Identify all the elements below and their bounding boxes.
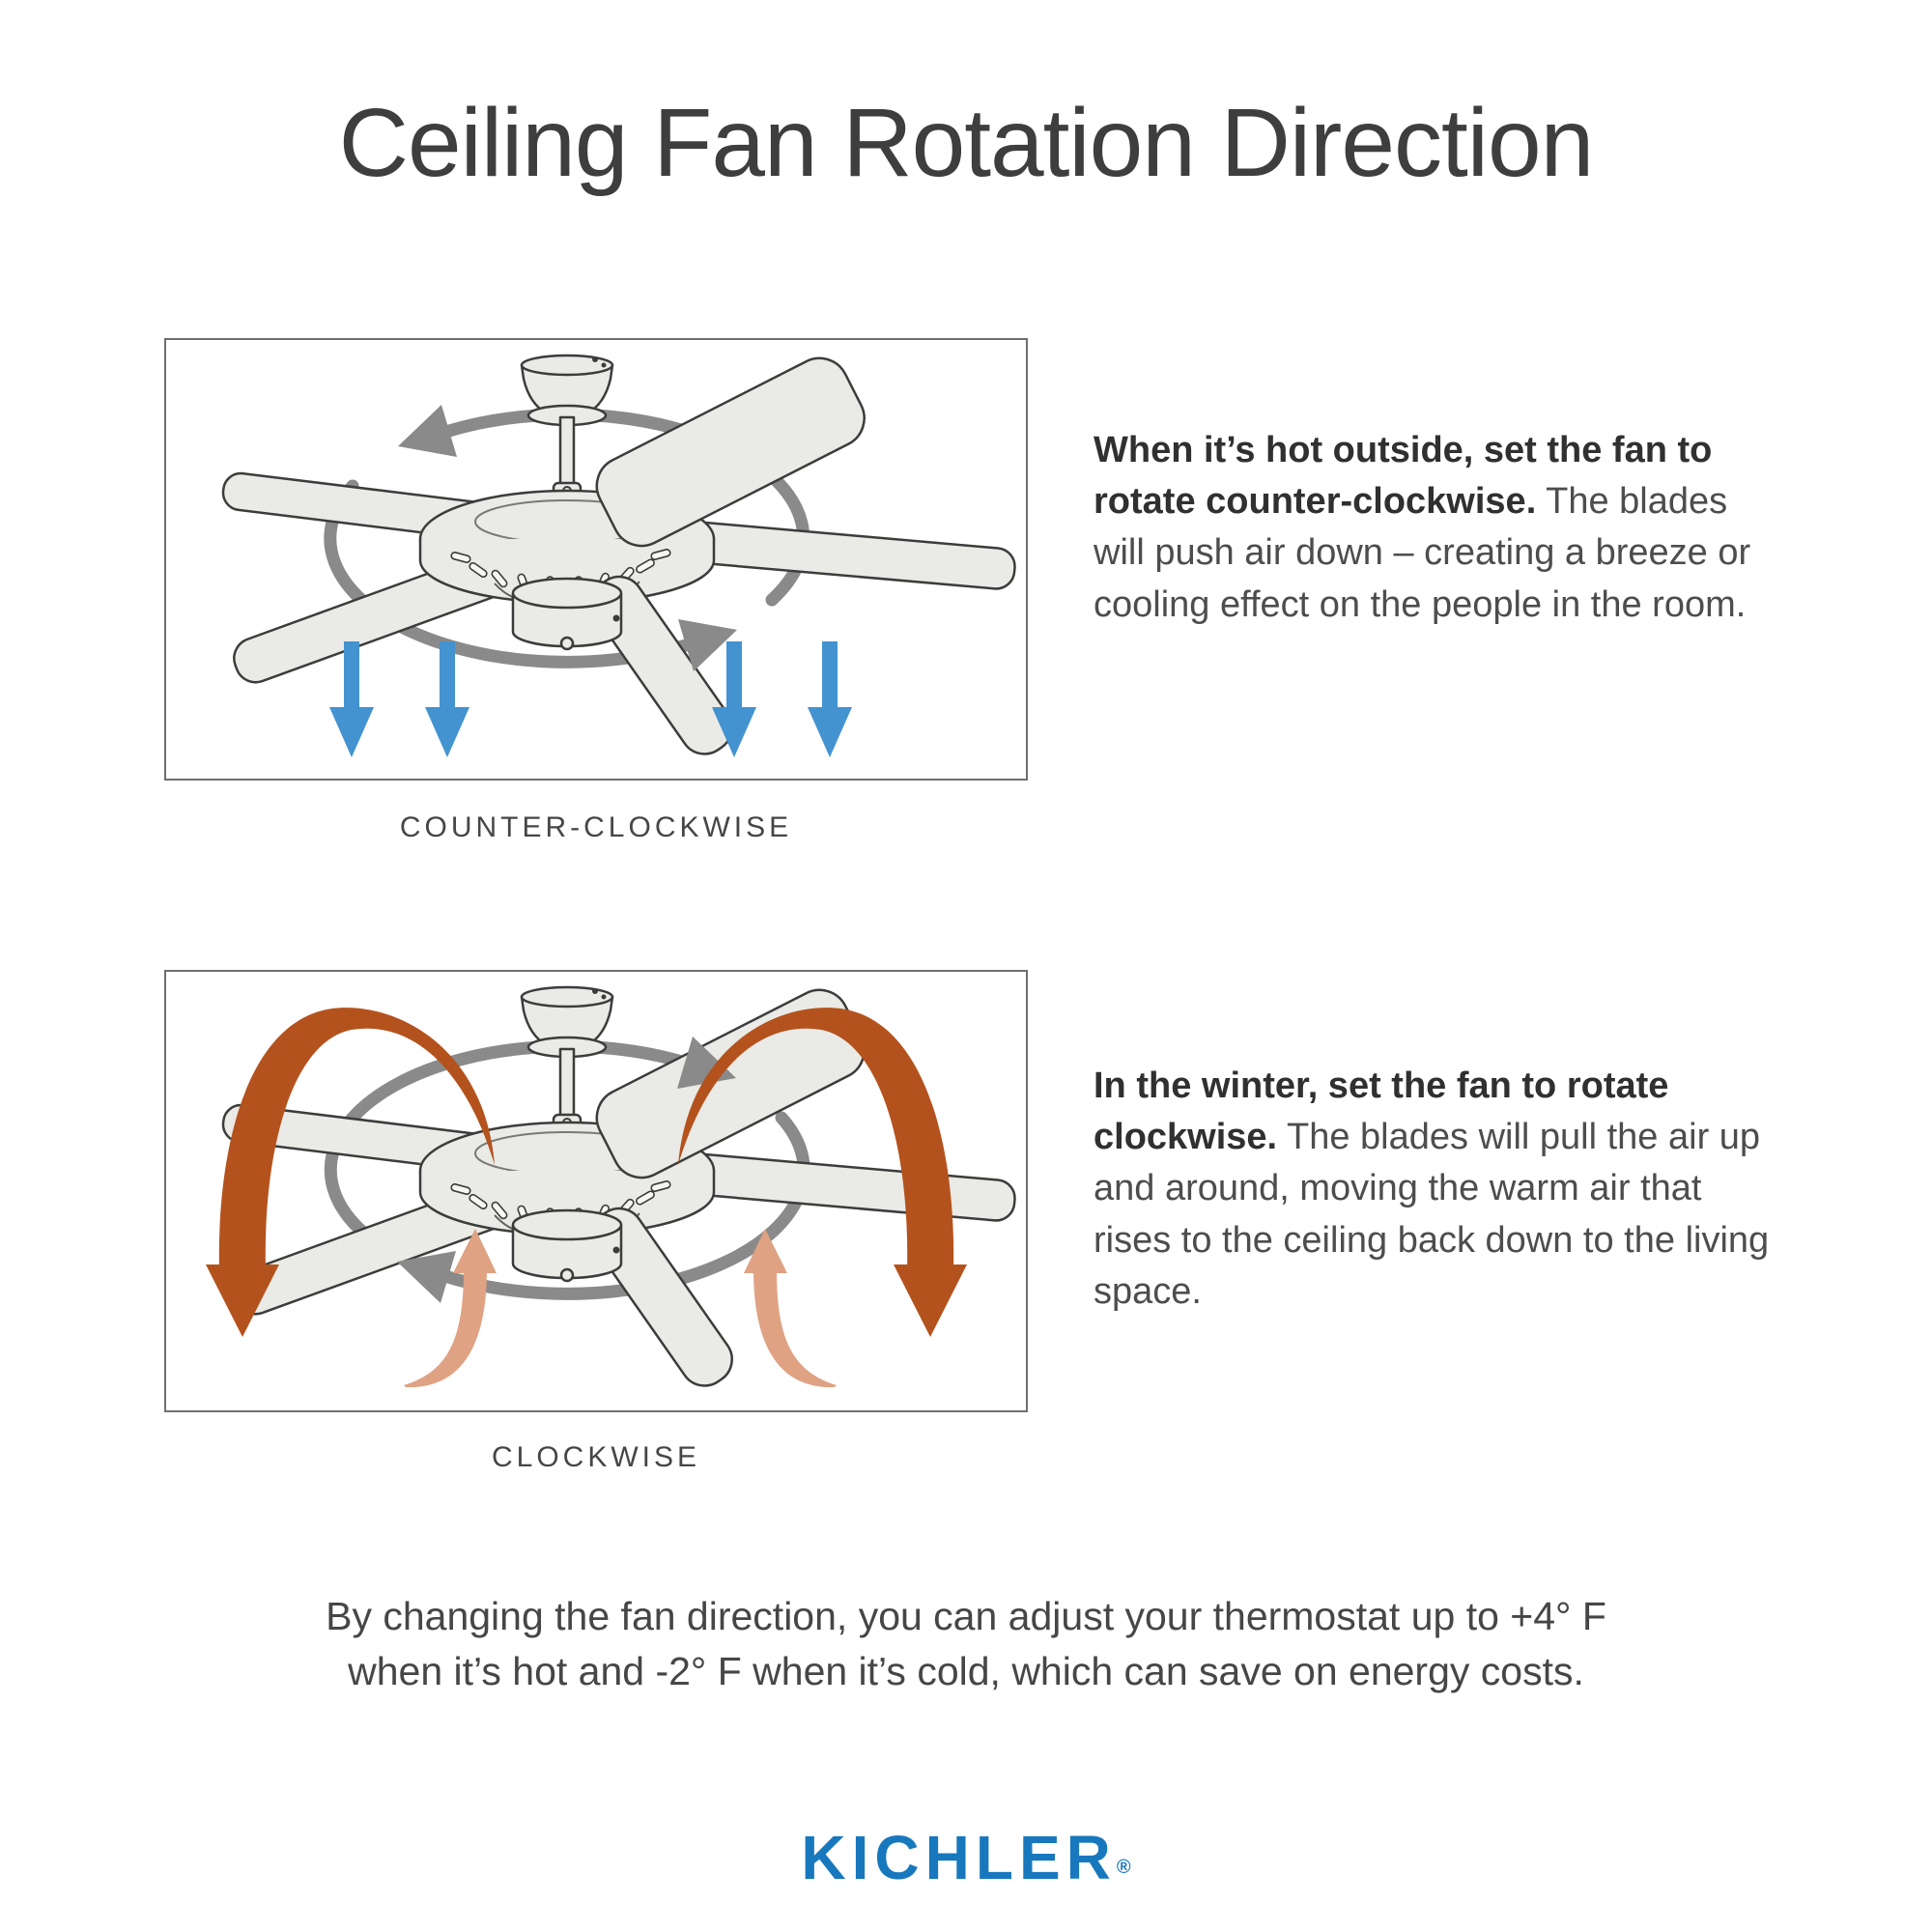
registered-trademark-icon: ® [1116,1857,1131,1878]
winter-description-rest: The blades will pull the air up and arou… [1094,1117,1770,1312]
summer-description-bold: When it’s hot outside, set the fan to ro… [1094,430,1713,523]
cw-diagram-frame [164,970,1028,1412]
kichler-logo: KICHLER® [0,1822,1932,1893]
footer-note-line2: when it’s hot and -2° F when it’s cold, … [348,1649,1584,1694]
summer-description-rest: The blades will push air down – creating… [1094,481,1751,625]
winter-description: In the winter, set the fan to rotate clo… [1094,1061,1770,1318]
winter-description-bold: In the winter, set the fan to rotate clo… [1094,1065,1669,1158]
ccw-caption: COUNTER-CLOCKWISE [399,811,793,843]
summer-description: When it’s hot outside, set the fan to ro… [1094,425,1770,631]
ccw-diagram-frame [164,338,1028,781]
ceiling-fan-ccw-illustration [219,347,1018,765]
footer-note: By changing the fan direction, you can a… [0,1589,1932,1700]
kichler-logo-text: KICHLER [801,1823,1117,1892]
ceiling-fan-icon [219,347,1018,765]
footer-note-line1: By changing the fan direction, you can a… [326,1594,1606,1638]
cw-caption: CLOCKWISE [491,1441,701,1473]
page-title: Ceiling Fan Rotation Direction [338,89,1594,197]
ceiling-fan-cw-illustration [206,979,1018,1397]
